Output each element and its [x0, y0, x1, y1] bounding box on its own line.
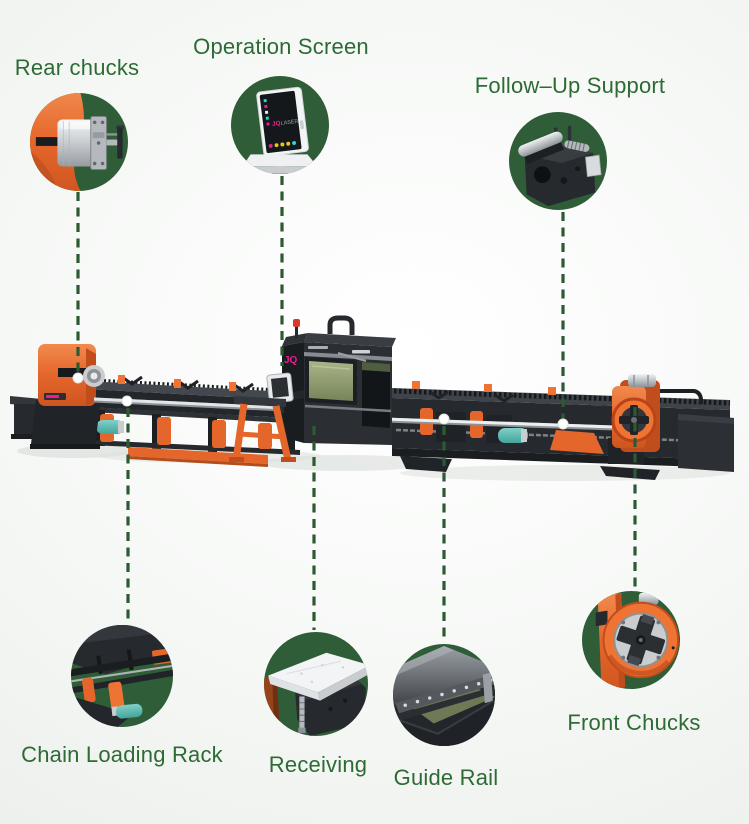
hotspot-dot [121, 395, 133, 407]
operation-screen-photo: JQ LASER [231, 76, 329, 174]
front-chucks-photo [582, 591, 680, 689]
machine-infeed-bed [85, 375, 307, 467]
machine-loading-trestle [229, 396, 296, 462]
guide-rail-label: Guide Rail [393, 765, 499, 790]
machine-front-chuck [611, 374, 703, 452]
cabinet-brand-logo: JQ [284, 355, 298, 366]
operation-screen-label: Operation Screen [193, 34, 369, 59]
guide-rail-photo [393, 644, 495, 746]
chain-loading-rack-label: Chain Loading Rack [21, 742, 223, 767]
screen-logo-suffix: LASER [280, 119, 298, 127]
hotspot-dots [72, 372, 569, 430]
connector-lines [76, 176, 637, 642]
rear-chuck-photo [30, 93, 128, 191]
follow-up-support-photo [509, 112, 607, 210]
receiving-photo [264, 632, 368, 736]
machine-cabinet: JQ [282, 315, 396, 445]
rear-chucks-label: Rear chucks [14, 55, 140, 80]
follow-up-support-label: Follow–Up Support [474, 73, 666, 98]
screen-logo-prefix: JQ [272, 120, 281, 128]
chain-loading-rack-photo [71, 625, 173, 727]
machine-left-support [10, 396, 42, 439]
machine-rear-chuck [30, 344, 105, 449]
front-chucks-label: Front Chucks [567, 710, 701, 735]
receiving-label: Receiving [268, 752, 368, 777]
hotspot-dot [557, 418, 569, 430]
hotspot-dot [438, 413, 450, 425]
hotspot-dot [72, 372, 84, 384]
